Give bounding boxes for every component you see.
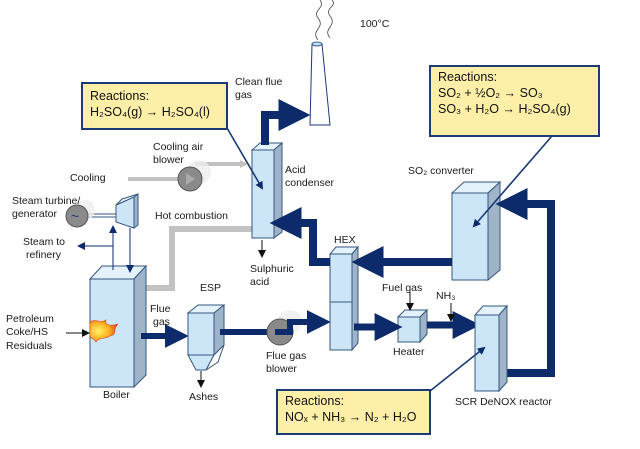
label-petroleum-2: Coke/HS: [6, 326, 48, 338]
label-flue-gas-2: gas: [153, 316, 170, 328]
clean-flue-gas-pipe: [261, 99, 311, 145]
generator-symbol: ~: [71, 208, 79, 224]
label-cooling-air-blower-2: blower: [153, 154, 184, 166]
label-clean-flue-gas: Clean flue: [235, 76, 282, 88]
reaction-heading: Reactions:: [90, 89, 149, 103]
reaction-box-condenser: Reactions: H₂SO₄(g) → H₂SO₄(l): [81, 82, 228, 130]
label-nh3: NH₃: [436, 290, 455, 302]
boiler: [88, 264, 148, 389]
label-ashes: Ashes: [189, 391, 218, 403]
scr-denox-reactor: [473, 304, 509, 393]
label-steam-to-refinery-2: refinery: [26, 249, 62, 261]
label-steam-turbine-2: generator: [12, 208, 57, 220]
label-flue-gas: Flue: [150, 303, 171, 315]
reaction-heading: Reactions:: [285, 394, 344, 408]
scr-callout-arrow: [429, 346, 486, 392]
label-clean-flue-gas-2: gas: [235, 89, 252, 101]
label-heater: Heater: [393, 346, 425, 358]
steam-turbine: [115, 193, 139, 229]
label-hot-combustion: Hot combustion: [155, 210, 228, 222]
reaction-heading: Reactions:: [438, 70, 497, 84]
heat-exchanger: [328, 245, 360, 352]
smoke-icon: [315, 0, 322, 41]
hot-combustion-line: [134, 226, 252, 291]
label-steam-to-refinery: Steam to: [23, 236, 65, 248]
stack-temperature: 100°C: [360, 18, 390, 30]
reaction-line: H₂SO₄(g) → H₂SO₄(l): [90, 105, 210, 119]
reaction-line: SO₂ + ½O₂ → SO₃: [438, 86, 543, 100]
reaction-box-converter: Reactions: SO₂ + ½O₂ → SO₃ SO₃ + H₂O → H…: [429, 65, 600, 137]
blower-to-hex-pipe: [275, 310, 331, 335]
hex-to-condenser-pipe: [269, 207, 330, 266]
stack: [309, 0, 334, 126]
label-petroleum: Petroleum: [6, 313, 54, 325]
reaction-box-scr: Reactions: NOₓ + NH₃ → N₂ + H₂O: [276, 389, 431, 435]
label-flue-gas-blower-2: blower: [266, 363, 297, 375]
label-acid-condenser: Acid: [285, 164, 306, 176]
label-esp: ESP: [200, 282, 221, 294]
label-petroleum-3: Residuals: [6, 340, 52, 352]
label-cooling-air-blower: Cooling air: [153, 141, 204, 153]
label-boiler: Boiler: [103, 389, 130, 401]
esp: [186, 303, 226, 371]
so2-converter: [450, 180, 502, 282]
label-acid-condenser-2: condenser: [285, 177, 335, 189]
label-flue-gas-blower: Flue gas: [266, 350, 306, 362]
label-steam-turbine: Steam turbine/: [12, 195, 80, 207]
heater: [396, 308, 429, 344]
acid-condenser: [250, 141, 284, 239]
label-fuel-gas: Fuel gas: [382, 282, 422, 294]
label-sulphuric-acid: Sulphuric: [250, 263, 294, 275]
flue-gas-blower: [266, 310, 302, 346]
label-hex: HEX: [334, 234, 356, 246]
label-cooling: Cooling: [70, 172, 106, 184]
flame-icon: [89, 319, 119, 343]
reaction-line: NOₓ + NH₃ → N₂ + H₂O: [285, 410, 417, 424]
converter-callout-arrow: [472, 135, 553, 228]
label-scr-reactor: SCR DeNOX reactor: [455, 396, 552, 408]
cooling-air-blower: [177, 160, 211, 192]
label-so2-converter: SO₂ converter: [408, 165, 474, 177]
scr-to-converter-pipe: [495, 188, 555, 377]
label-sulphuric-acid-2: acid: [250, 276, 269, 288]
reaction-line: SO₃ + H₂O → H₂SO₄(g): [438, 102, 571, 116]
generator: ~: [65, 200, 95, 228]
condenser-callout-arrow: [226, 127, 264, 190]
